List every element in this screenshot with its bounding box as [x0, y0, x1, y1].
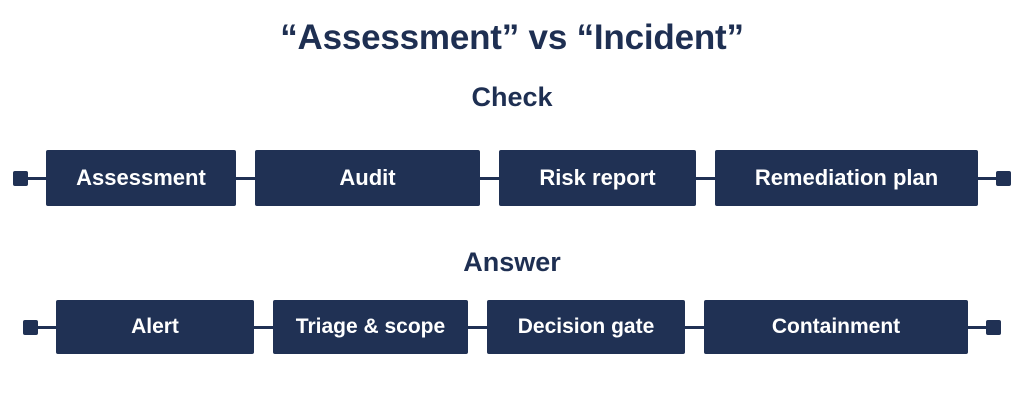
- flow-node-containment[interactable]: Containment: [704, 300, 968, 354]
- flow-row-answer: Alert Triage & scope Decision gate Conta…: [0, 300, 1024, 354]
- page-title: “Assessment” vs “Incident”: [280, 18, 744, 57]
- flow-node-remediation-plan[interactable]: Remediation plan: [715, 150, 978, 206]
- connector-line: [254, 325, 273, 329]
- start-endpoint-marker-icon: [23, 319, 38, 335]
- connector-line: [480, 176, 499, 180]
- connector-line: [685, 325, 704, 329]
- flow-node-decision-gate[interactable]: Decision gate: [487, 300, 685, 354]
- end-endpoint-marker-icon: [996, 170, 1011, 186]
- connector-line: [978, 176, 996, 180]
- section-heading-check: Check: [471, 82, 553, 112]
- flow-node-alert[interactable]: Alert: [56, 300, 254, 354]
- connector-line: [28, 176, 46, 180]
- flow-node-assessment[interactable]: Assessment: [46, 150, 236, 206]
- flow-node-audit[interactable]: Audit: [255, 150, 480, 206]
- flow-node-risk-report[interactable]: Risk report: [499, 150, 696, 206]
- connector-line: [696, 176, 715, 180]
- connector-line: [38, 325, 56, 329]
- start-endpoint-marker-icon: [13, 170, 28, 186]
- connector-line: [468, 325, 487, 329]
- section-heading-answer: Answer: [463, 247, 561, 277]
- end-endpoint-marker-icon: [986, 319, 1001, 335]
- connector-line: [236, 176, 255, 180]
- connector-line: [968, 325, 986, 329]
- flow-row-check: Assessment Audit Risk report Remediation…: [0, 150, 1024, 206]
- flow-node-triage-and-scope[interactable]: Triage & scope: [273, 300, 468, 354]
